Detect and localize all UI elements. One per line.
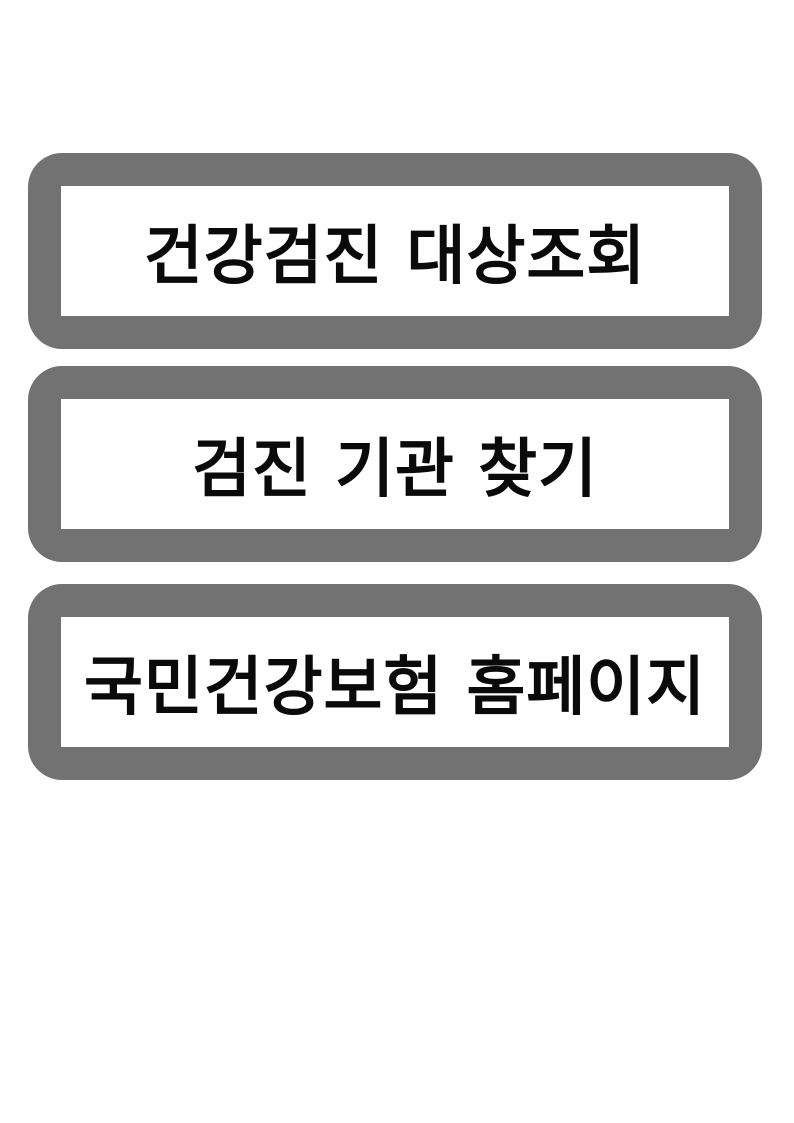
health-checkup-eligibility-button[interactable]: 건강검진 대상조회 xyxy=(28,153,762,349)
button-label: 건강검진 대상조회 xyxy=(143,220,647,294)
button-inner: 검진 기관 찾기 xyxy=(61,399,729,529)
nhis-homepage-button[interactable]: 국민건강보험 홈페이지 xyxy=(28,584,762,780)
button-label: 검진 기관 찾기 xyxy=(192,433,598,507)
button-inner: 건강검진 대상조회 xyxy=(61,186,729,316)
find-checkup-institution-button[interactable]: 검진 기관 찾기 xyxy=(28,366,762,562)
button-inner: 국민건강보험 홈페이지 xyxy=(61,617,729,747)
button-label: 국민건강보험 홈페이지 xyxy=(83,651,707,725)
